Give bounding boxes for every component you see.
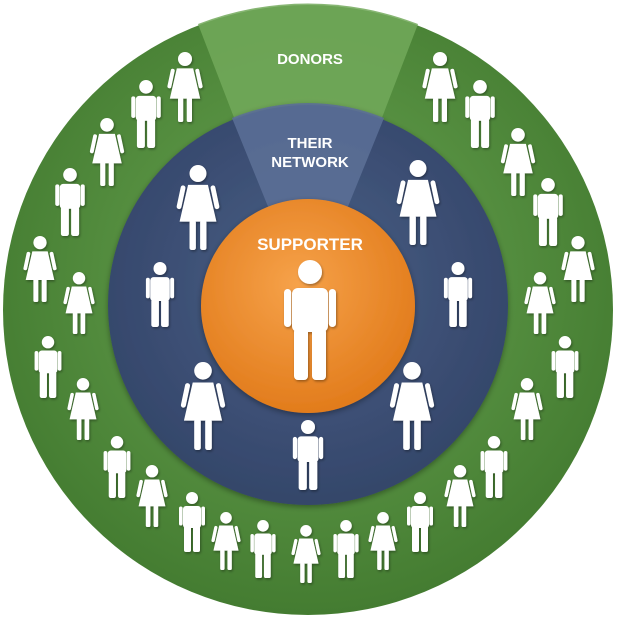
male-person-icon [179, 492, 205, 552]
male-person-icon [333, 520, 359, 578]
network-label-line2: NETWORK [271, 154, 349, 171]
female-person-icon [500, 128, 536, 196]
male-person-icon [103, 436, 131, 498]
female-person-icon [524, 272, 556, 334]
male-person-icon [55, 168, 85, 236]
female-person-icon [23, 236, 57, 302]
female-person-icon [136, 465, 168, 527]
female-person-icon [444, 465, 476, 527]
female-person-icon [396, 160, 440, 245]
female-person-icon [368, 512, 398, 570]
female-person-icon [389, 362, 435, 450]
male-person-icon [250, 520, 276, 578]
female-person-icon [422, 52, 458, 122]
male-person-icon [443, 262, 473, 327]
male-person-icon [407, 492, 433, 552]
male-person-icon [551, 336, 579, 398]
female-person-icon [511, 378, 543, 440]
female-person-icon [67, 378, 99, 440]
donors-label: DONORS [277, 51, 343, 68]
female-person-icon [211, 512, 241, 570]
female-person-icon [180, 362, 226, 450]
network-label-line1: THEIR [288, 135, 333, 152]
female-person-icon [167, 52, 203, 122]
female-person-icon [89, 118, 125, 186]
male-person-icon [480, 436, 508, 498]
male-person-icon [533, 178, 563, 246]
male-person-icon [292, 420, 324, 490]
female-person-icon [561, 236, 595, 302]
male-person-icon [131, 80, 161, 148]
male-person-icon [284, 260, 336, 380]
female-person-icon [291, 525, 321, 583]
female-person-icon [63, 272, 95, 334]
male-person-icon [145, 262, 175, 327]
male-person-icon [34, 336, 62, 398]
people-figures [23, 52, 595, 583]
supporter-label: SUPPORTER [257, 235, 363, 254]
female-person-icon [176, 165, 220, 250]
male-person-icon [465, 80, 495, 148]
